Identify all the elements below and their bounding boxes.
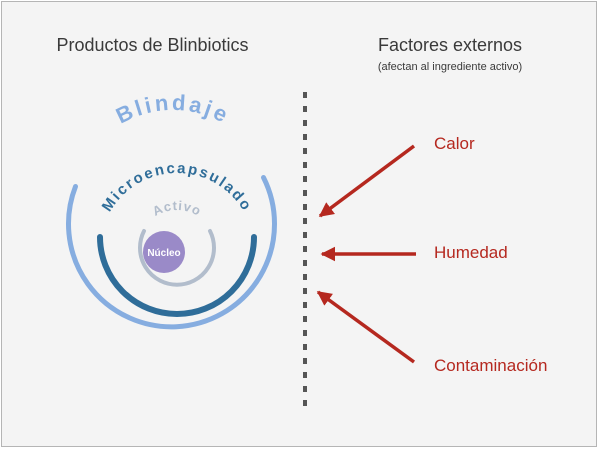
inner-ring: [138, 229, 216, 287]
contaminacion-arrow: [316, 290, 416, 364]
right-heading: Factores externos: [377, 35, 523, 55]
inner-layer-label: Activo: [150, 198, 204, 219]
core-circle: [143, 231, 185, 273]
factor-calor: Calor: [434, 134, 475, 153]
outer-layer-label: Blindaje: [112, 90, 234, 129]
right-subheading: (afectan al ingrediente activo): [377, 61, 523, 73]
middle-ring: [97, 234, 257, 317]
calor-arrow: [318, 144, 416, 218]
factor-humedad: Humedad: [434, 243, 508, 262]
left-heading: Productos de Blinbiotics: [56, 35, 249, 55]
outer-ring: [66, 175, 277, 330]
core-label: Núcleo: [147, 248, 180, 259]
factor-contaminacion: Contaminación: [434, 356, 548, 375]
